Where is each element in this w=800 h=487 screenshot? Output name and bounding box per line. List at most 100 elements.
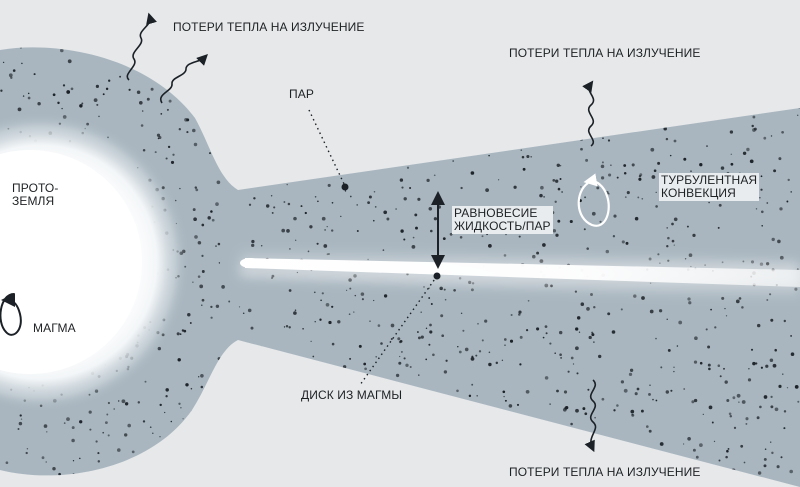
particle-dot — [559, 353, 562, 357]
particle-dot — [300, 175, 304, 178]
particle-dot — [142, 149, 146, 152]
particle-dot — [428, 207, 433, 211]
particle-dot — [683, 388, 686, 390]
particle-dot — [673, 217, 678, 222]
particle-dot — [61, 107, 63, 110]
particle-dot — [741, 400, 746, 404]
particle-dot — [794, 54, 799, 58]
particle-dot — [242, 137, 247, 142]
particle-dot — [358, 89, 362, 93]
particle-dot — [530, 155, 533, 158]
particle-dot — [251, 153, 254, 156]
particle-dot — [395, 208, 397, 210]
particle-dot — [277, 47, 281, 48]
particle-dot — [19, 47, 23, 49]
particle-dot — [210, 316, 213, 319]
particle-dot — [782, 373, 784, 375]
particle-dot — [695, 455, 699, 459]
particle-dot — [345, 289, 348, 292]
particle-dot — [648, 392, 651, 396]
particle-dot — [354, 406, 357, 409]
particle-dot — [158, 135, 162, 140]
particle-dot — [186, 131, 189, 134]
particle-dot — [497, 179, 500, 181]
particle-dot — [247, 440, 250, 443]
particle-dot — [417, 197, 421, 201]
particle-dot — [251, 39, 253, 41]
particle-dot — [107, 401, 110, 405]
particle-dot — [623, 388, 628, 393]
particle-dot — [144, 380, 147, 383]
particle-dot — [27, 92, 30, 95]
particle-dot — [778, 37, 780, 39]
particle-dot — [17, 107, 22, 112]
particle-dot — [389, 465, 392, 467]
particle-dot — [159, 403, 162, 407]
particle-dot — [480, 407, 482, 409]
particle-dot — [105, 87, 109, 91]
particle-dot — [293, 216, 297, 221]
particle-dot — [256, 80, 260, 84]
particle-dot — [178, 128, 181, 131]
particle-dot — [425, 358, 428, 361]
particle-dot — [521, 63, 525, 67]
particle-dot — [360, 452, 363, 455]
particle-dot — [527, 299, 530, 302]
particle-dot — [253, 371, 256, 374]
particle-dot — [165, 388, 169, 392]
particle-dot — [790, 352, 795, 356]
label-turbulent-convection: ТУРБУЛЕНТНАЯ КОНВЕКЦИЯ — [659, 173, 760, 201]
particle-dot — [726, 449, 729, 453]
particle-dot — [3, 37, 5, 39]
particle-dot — [314, 70, 318, 73]
particle-dot — [580, 147, 583, 151]
particle-dot — [607, 312, 611, 316]
particle-dot — [251, 243, 255, 248]
particle-dot — [302, 327, 304, 330]
particle-dot — [440, 314, 444, 318]
particle-dot — [97, 452, 100, 455]
particle-dot — [131, 450, 135, 454]
particle-dot — [673, 139, 677, 143]
particle-dot — [683, 61, 687, 66]
particle-dot — [470, 357, 475, 361]
particle-dot — [693, 398, 698, 403]
particle-dot — [720, 166, 725, 170]
particle-dot — [397, 337, 401, 341]
particle-dot — [531, 69, 535, 73]
particle-dot — [452, 160, 455, 162]
particle-dot — [186, 468, 190, 472]
particle-dot — [409, 35, 411, 37]
particle-dot — [457, 345, 459, 348]
particle-dot — [588, 335, 592, 340]
particle-dot — [580, 186, 582, 188]
particle-dot — [771, 77, 775, 82]
particle-dot — [562, 407, 567, 412]
particle-dot — [321, 108, 324, 112]
particle-dot — [745, 417, 749, 421]
particle-dot — [553, 124, 556, 126]
particle-dot — [544, 62, 547, 66]
particle-dot — [106, 413, 109, 416]
particle-dot — [536, 327, 540, 331]
particle-dot — [729, 130, 734, 134]
particle-dot — [302, 358, 306, 361]
particle-dot — [763, 457, 767, 461]
particle-dot — [358, 157, 360, 160]
particle-dot — [477, 323, 479, 325]
particle-dot — [136, 90, 141, 94]
particle-dot — [228, 347, 232, 350]
particle-dot — [631, 413, 633, 416]
particle-dot — [780, 456, 783, 459]
particle-dot — [692, 233, 696, 238]
particle-dot — [177, 443, 182, 447]
particle-dot — [246, 114, 248, 117]
particle-dot — [196, 43, 200, 47]
particle-dot — [290, 42, 293, 45]
particle-dot — [165, 157, 168, 160]
particle-dot — [33, 73, 36, 76]
particle-dot — [598, 354, 602, 359]
particle-dot — [688, 301, 692, 305]
particle-dot — [229, 155, 234, 160]
